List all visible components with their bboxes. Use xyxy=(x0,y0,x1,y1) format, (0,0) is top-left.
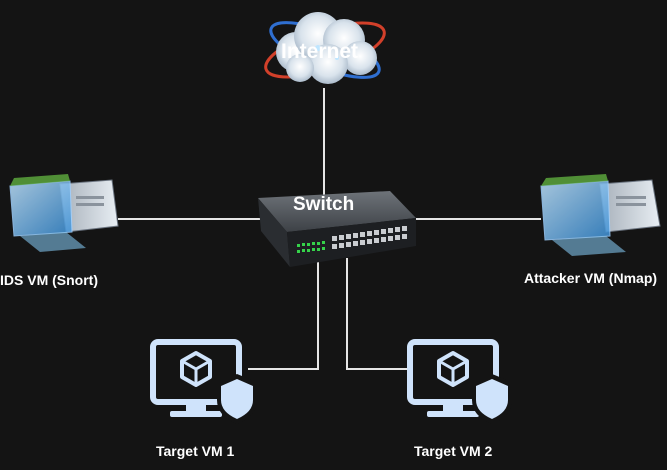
target-vm-2-monitor-icon xyxy=(407,339,512,424)
attacker-vm-computer-icon xyxy=(540,174,661,256)
attacker-vm-label: Attacker VM (Nmap) xyxy=(524,270,658,286)
internet-label: Internet xyxy=(281,40,359,63)
network-switch-icon xyxy=(258,191,416,267)
ids-vm-computer-icon xyxy=(9,174,119,252)
target1-switch-link xyxy=(248,258,319,370)
ids-vm-label: IDS VM (Snort) xyxy=(0,272,98,288)
target-vm-1-label: Target VM 1 xyxy=(156,443,235,459)
switch-label: Switch xyxy=(293,194,355,215)
internet-cloud-icon xyxy=(264,12,386,84)
target-vm-2-label: Target VM 2 xyxy=(414,443,493,459)
target2-switch-link xyxy=(346,258,407,370)
target-vm-1-monitor-icon xyxy=(150,339,257,424)
connectors xyxy=(118,88,541,370)
